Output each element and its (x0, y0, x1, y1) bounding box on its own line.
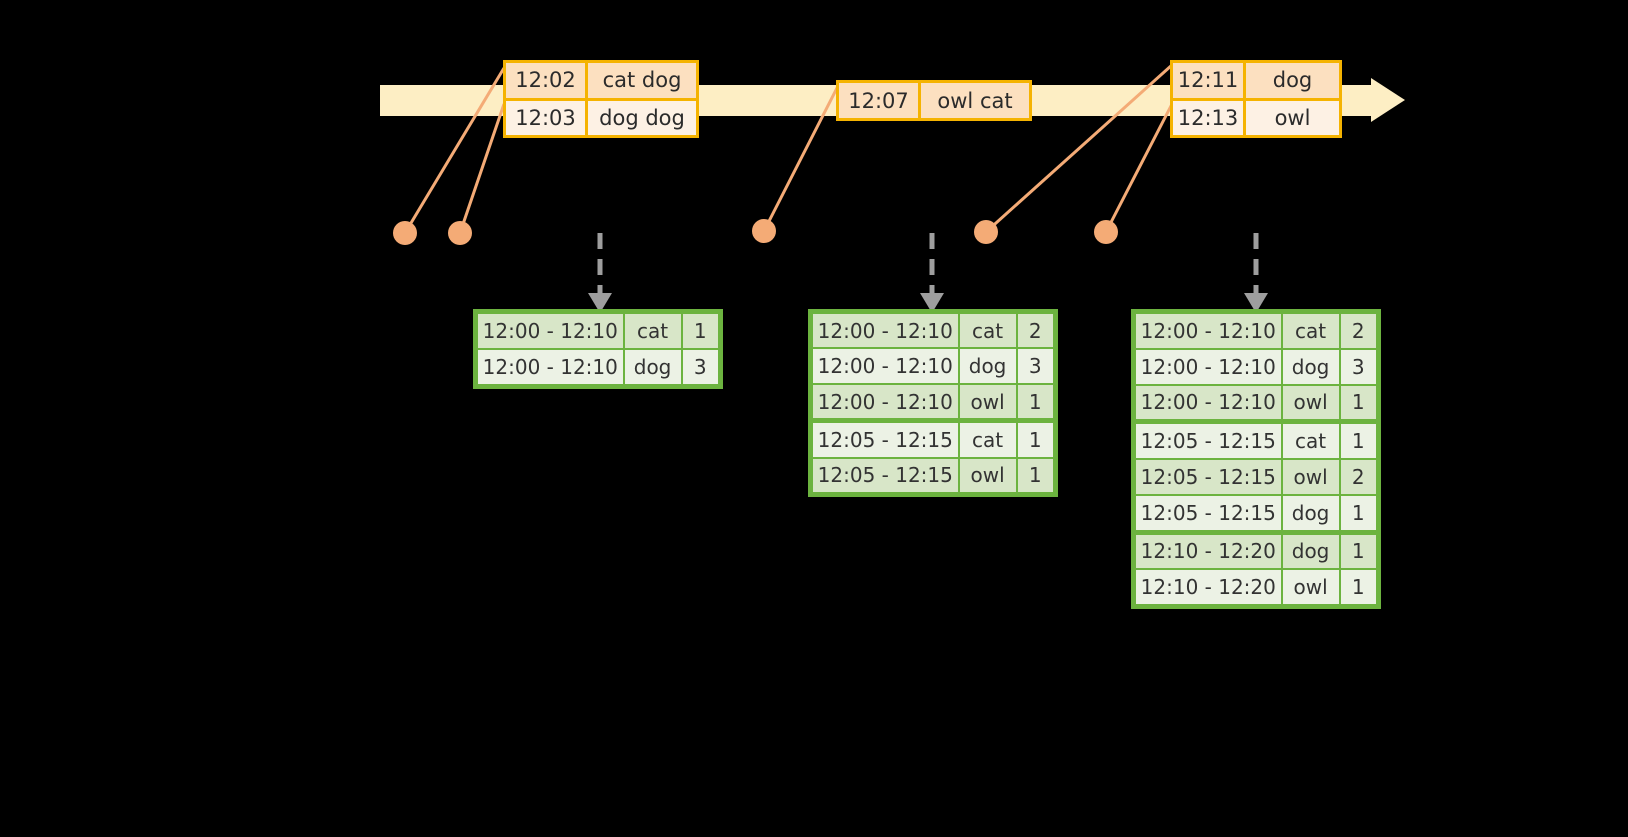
dashed-arrow-2 (920, 233, 944, 313)
cell-window: 12:00 - 12:10 (1136, 314, 1281, 348)
cell-count: 1 (1340, 385, 1376, 420)
connector-line-5 (1104, 103, 1174, 233)
event-row: 12:07 owl cat (839, 83, 1029, 118)
cell-count: 1 (682, 314, 718, 348)
event-time: 12:13 (1173, 100, 1246, 135)
event-words: owl (1246, 100, 1339, 135)
event-row: 12:03 dog dog (506, 97, 696, 135)
event-time: 12:03 (506, 100, 588, 135)
event-row: 12:02 cat dog (506, 63, 696, 98)
dashed-arrow-1 (588, 233, 612, 313)
cell-window: 12:05 - 12:15 (813, 458, 958, 493)
cell-word: dog (1282, 534, 1339, 569)
cell-word: dog (959, 349, 1016, 383)
connector-line-2 (458, 103, 506, 234)
cell-word: owl (959, 384, 1016, 419)
cell-count: 2 (1340, 314, 1376, 348)
cell-window: 12:10 - 12:20 (1136, 534, 1281, 569)
cell-count: 1 (1017, 384, 1053, 419)
event-words: dog dog (588, 100, 696, 135)
event-dot-3 (752, 219, 776, 243)
cell-window: 12:00 - 12:10 (478, 314, 623, 348)
cell-window: 12:00 - 12:10 (813, 349, 958, 383)
timeline-arrowhead (1371, 78, 1405, 122)
event-words: owl cat (921, 83, 1029, 118)
cell-word: cat (624, 314, 681, 348)
event-dot-5 (1094, 220, 1118, 244)
cell-count: 1 (1340, 424, 1376, 458)
cell-count: 3 (1017, 349, 1053, 383)
cell-word: cat (1282, 314, 1339, 348)
event-box-1[interactable]: 12:02 cat dog 12:03 dog dog (503, 60, 699, 138)
cell-count: 1 (1340, 534, 1376, 569)
event-dot-1 (393, 221, 417, 245)
event-time: 12:11 (1173, 63, 1246, 98)
cell-count: 3 (682, 350, 718, 384)
cell-window: 12:10 - 12:20 (1136, 570, 1281, 604)
cell-window: 12:05 - 12:15 (813, 423, 958, 457)
cell-window: 12:00 - 12:10 (1136, 349, 1281, 384)
cell-count: 2 (1340, 460, 1376, 494)
cell-word: dog (1282, 495, 1339, 530)
cell-window: 12:05 - 12:15 (1136, 460, 1281, 494)
cell-count: 2 (1017, 314, 1053, 348)
cell-word: owl (1282, 385, 1339, 420)
event-time: 12:07 (839, 83, 921, 118)
event-row: 12:13 owl (1173, 97, 1339, 135)
cell-word: dog (1282, 349, 1339, 384)
cell-word: cat (959, 423, 1016, 457)
cell-word: cat (959, 314, 1016, 348)
event-box-3[interactable]: 12:11 dog 12:13 owl (1170, 60, 1342, 138)
cell-word: owl (1282, 460, 1339, 494)
cell-window: 12:00 - 12:10 (478, 350, 623, 384)
cell-count: 1 (1017, 423, 1053, 457)
cell-count: 1 (1340, 570, 1376, 604)
event-dot-2 (448, 221, 472, 245)
cell-word: owl (1282, 570, 1339, 604)
cell-count: 1 (1340, 495, 1376, 530)
cell-count: 1 (1017, 458, 1053, 493)
cell-window: 12:05 - 12:15 (1136, 495, 1281, 530)
cell-word: dog (624, 350, 681, 384)
cell-word: cat (1282, 424, 1339, 458)
event-words: dog (1246, 63, 1339, 98)
cell-window: 12:00 - 12:10 (813, 384, 958, 419)
cell-window: 12:00 - 12:10 (1136, 385, 1281, 420)
event-dot-4 (974, 220, 998, 244)
dashed-arrow-3 (1244, 233, 1268, 313)
event-words: cat dog (588, 63, 696, 98)
cell-window: 12:05 - 12:15 (1136, 424, 1281, 458)
event-time: 12:02 (506, 63, 588, 98)
cell-window: 12:00 - 12:10 (813, 314, 958, 348)
cell-count: 3 (1340, 349, 1376, 384)
event-row: 12:11 dog (1173, 63, 1339, 98)
event-box-2[interactable]: 12:07 owl cat (836, 80, 1032, 121)
cell-word: owl (959, 458, 1016, 493)
